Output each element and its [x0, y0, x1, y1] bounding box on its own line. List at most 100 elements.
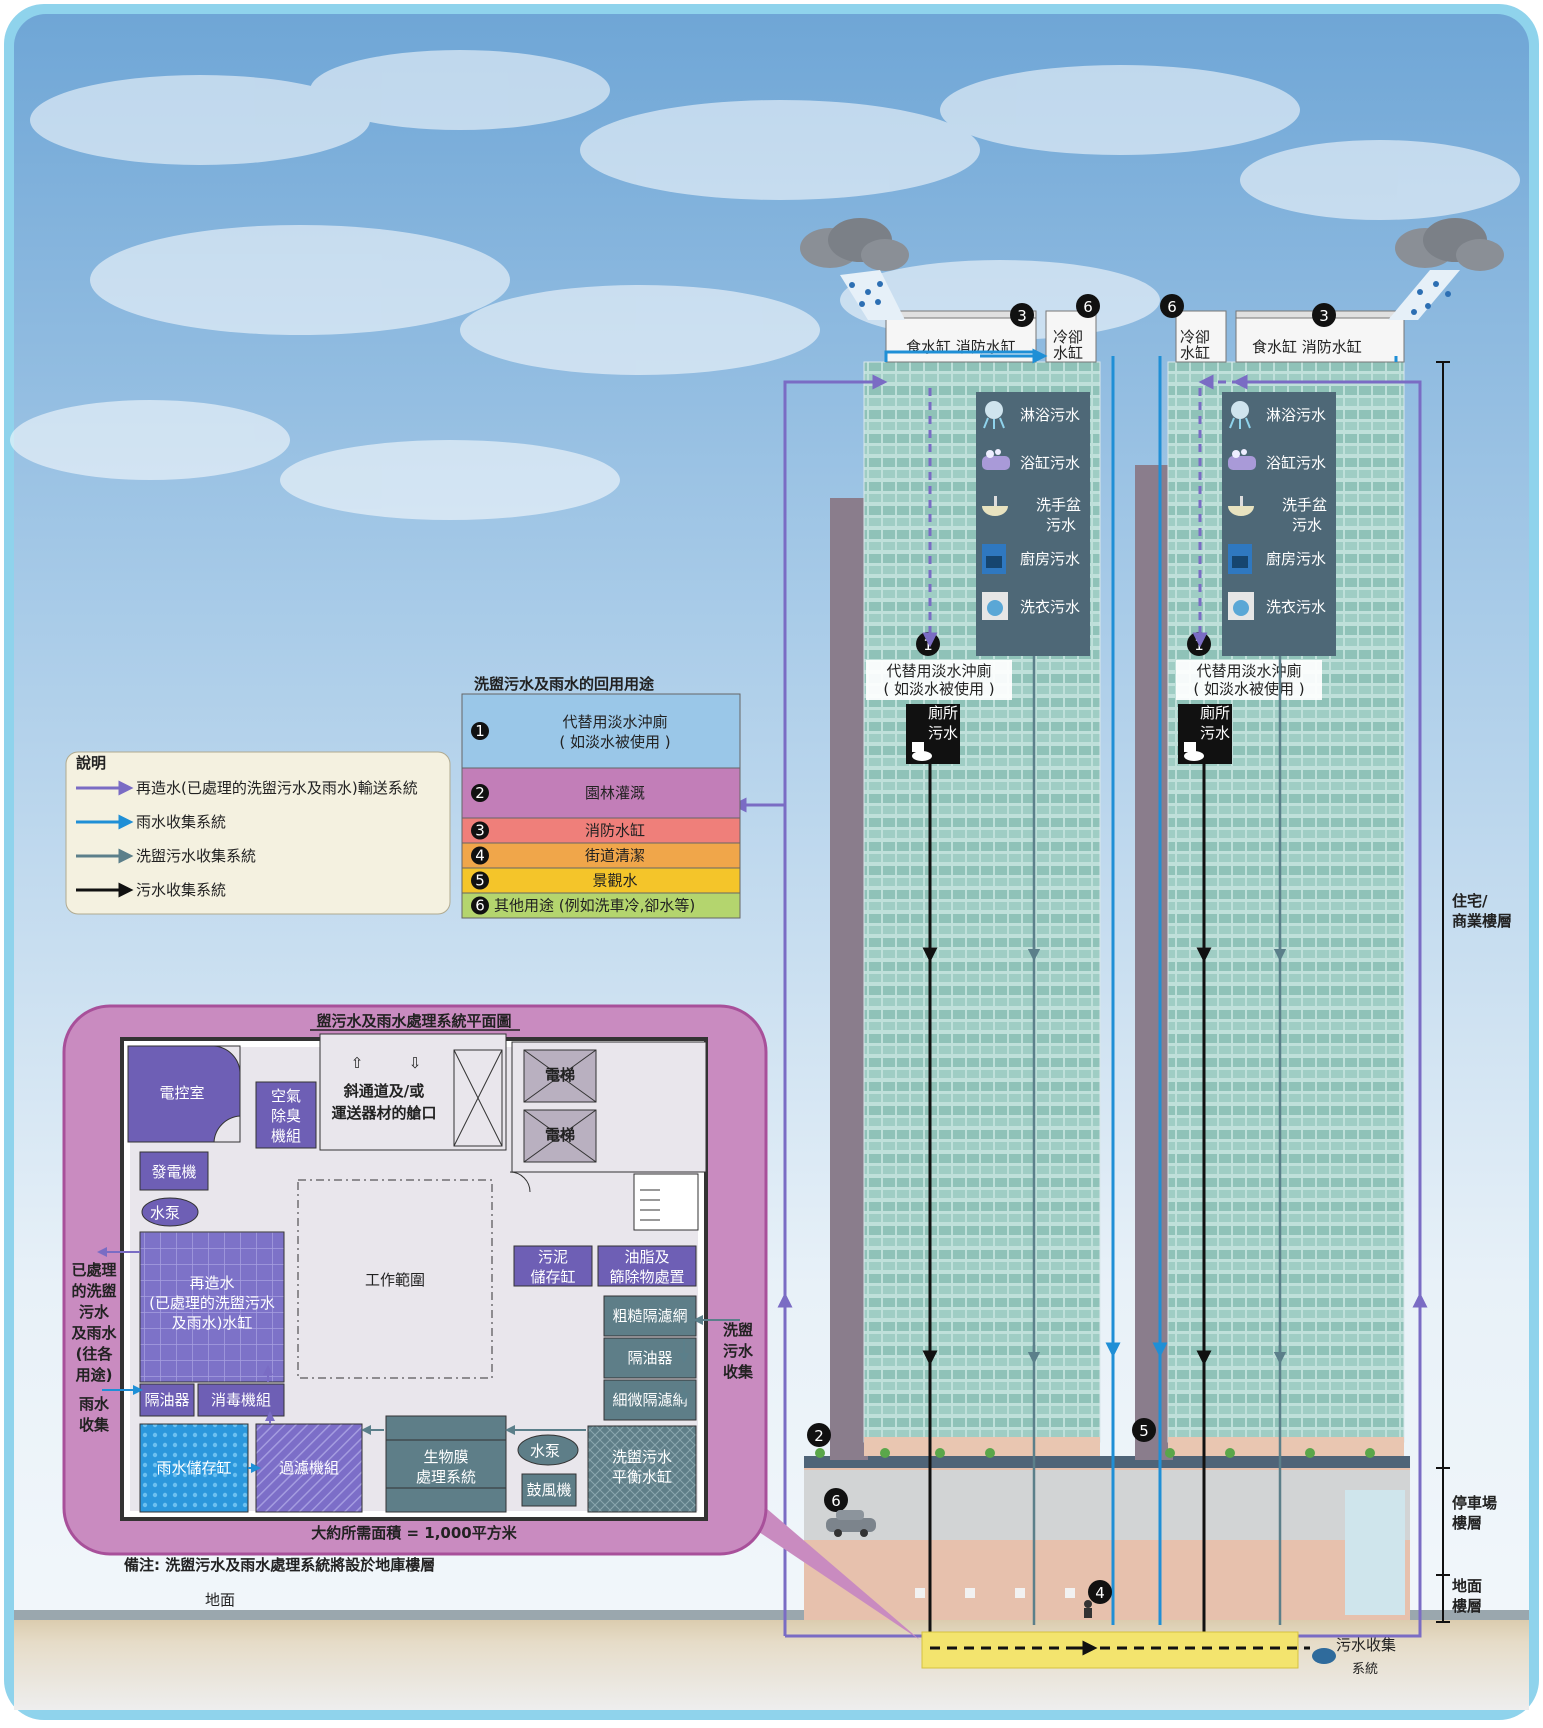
balancing-label-2: 平衡水缸 [612, 1468, 672, 1486]
blower-label: 鼓風機 [526, 1481, 571, 1499]
legend-label: 雨水收集系統 [136, 813, 226, 831]
floor-residential-2: 商業樓層 [1452, 912, 1512, 930]
sludge-label-1: 污泥 [538, 1248, 568, 1266]
reuse-row-label: 其他用途 (例如洗車冷,卻水等) [494, 897, 695, 915]
washing-machine-icon [982, 592, 1008, 620]
work-area-label: 工作範圍 [365, 1271, 425, 1289]
biofilm-label-1: 生物膜 [423, 1448, 468, 1466]
reuse-row-badge-5 [471, 871, 489, 890]
legend-label: 洗盥污水收集系統 [136, 847, 256, 865]
rain-cloud-right-icon [1388, 218, 1504, 320]
reuse-row-num: 2 [475, 784, 485, 802]
sewer-label-2: 系統 [1352, 1662, 1378, 1677]
sludge-label-2: 儲存缸 [530, 1268, 575, 1286]
reuse-row-badge-4 [471, 846, 489, 865]
left-flush-label-2: ( 如淡水被使用 ) [883, 680, 994, 698]
legend-label: 污水收集系統 [136, 881, 226, 899]
room-air-label-2: 除臭 [271, 1107, 301, 1125]
toilet-icon [1184, 742, 1204, 761]
plan-side-label: 收集 [723, 1363, 754, 1381]
reuse-row-num: 5 [475, 872, 485, 890]
bathtub-icon [1228, 449, 1256, 470]
rain-storage-tank [139, 1423, 249, 1513]
reuse-row-badge-2 [471, 784, 489, 802]
pump-2-label: 水泵 [530, 1442, 560, 1460]
recycled-tank-label-2: (已處理的洗盥污水 [149, 1294, 275, 1312]
hatch [453, 1049, 503, 1147]
plan-side-label: 已處理 [71, 1261, 116, 1279]
reuse-row-label: 街道清潔 [585, 847, 645, 865]
ramp-label-1: 斜通道及/或 [343, 1082, 424, 1100]
right-flush-label-1: 代替用淡水沖廁 [1196, 662, 1301, 680]
lift-1-label: 電梯 [545, 1066, 575, 1084]
planters [815, 1448, 1375, 1458]
oil-separator-2 [139, 1383, 195, 1417]
greywater-source-label: 廚房污水 [1266, 550, 1326, 568]
ground-line [14, 1610, 1529, 1620]
balancing-label-1: 洗盥污水 [612, 1448, 672, 1466]
reuse-row-label: 消防水缸 [585, 822, 645, 840]
right-toilet-label-2: 污水 [1200, 724, 1230, 742]
plan-side-label: 收集 [79, 1416, 110, 1434]
greywater-source-label: 洗衣污水 [1266, 598, 1326, 616]
coarse-screen-label: 粗糙隔濾網 [612, 1307, 687, 1325]
rain-tank-label: 雨水儲存缸 [156, 1459, 231, 1477]
plan-note: 備注: 洗盥污水及雨水處理系統將設於地庫樓層 [124, 1556, 435, 1574]
right-cool-label-1: 冷卻 [1180, 328, 1210, 346]
floor-carpark-2: 樓層 [1452, 1514, 1482, 1532]
worker-icon [1084, 1600, 1092, 1618]
room-generator [139, 1151, 209, 1191]
greywater-pipes [1027, 656, 1287, 1625]
podium-windows [915, 1588, 1075, 1598]
washing-machine-icon [1228, 592, 1254, 620]
toilet-icon [912, 742, 932, 761]
left-cool-label-2: 水缸 [1053, 344, 1083, 362]
podium-roof [804, 1456, 1410, 1468]
bathtub-icon [982, 449, 1010, 470]
left-roof-tanks: 食水缸 消防水缸 冷卻 水缸 [885, 310, 1097, 363]
tower-left-core [830, 498, 868, 1460]
badge-left-tank: 3 [1017, 307, 1027, 325]
room-air [255, 1081, 317, 1149]
tower-left-base [864, 1437, 1100, 1456]
sewage-pipes [922, 764, 1212, 1648]
biofilm-system [385, 1415, 507, 1513]
badge-street-cleaning: 4 [1095, 1584, 1105, 1602]
reuse-row-num: 4 [475, 847, 485, 865]
reuse-row-2 [461, 767, 741, 819]
rain-cloud-left-icon [800, 218, 909, 320]
plan-title: 盥污水及雨水處理系統平面圖 [316, 1012, 511, 1030]
floor-scale [1436, 361, 1450, 1623]
legend-box [65, 751, 451, 915]
plan-side-label: 的洗盥 [71, 1282, 116, 1300]
greywater-source-label-2: 污水 [1046, 516, 1076, 534]
earth [14, 1614, 1529, 1710]
manhole-icon [1312, 1648, 1336, 1664]
floor-ground-1: 地面 [1452, 1577, 1482, 1595]
shower-icon [983, 401, 1005, 429]
ramp-label-2: 運送器材的艙口 [331, 1104, 436, 1122]
reuse-row-6 [461, 892, 741, 919]
reuse-row-label-2: ( 如淡水被使用 ) [559, 733, 670, 751]
pump-1 [141, 1197, 199, 1227]
coarse-screen [603, 1295, 697, 1337]
washbasin-icon [982, 496, 1008, 516]
left-toilet-label-2: 污水 [928, 724, 958, 742]
greywater-source-label: 洗衣污水 [1020, 598, 1080, 616]
shower-icon [1229, 401, 1251, 429]
car-icon [826, 1510, 876, 1537]
floor-ground-2: 樓層 [1452, 1597, 1482, 1615]
reuse-row-num: 6 [475, 897, 485, 915]
recycled-tank-label-3: 及雨水)水缸 [172, 1314, 253, 1332]
rainwater-pipes [884, 348, 1398, 1625]
badges: 3 6 6 3 2 5 6 4 [807, 294, 1336, 1604]
grease-label-2: 篩除物處置 [609, 1268, 684, 1286]
grease-disposal [597, 1245, 697, 1287]
greywater-source-label: 淋浴污水 [1020, 406, 1080, 424]
generator-label: 發電機 [151, 1163, 196, 1181]
reuse-row-label: 景觀水 [592, 872, 637, 890]
recycled-tank [139, 1231, 285, 1383]
down-arrow-icon: ⇩ [409, 1054, 422, 1072]
